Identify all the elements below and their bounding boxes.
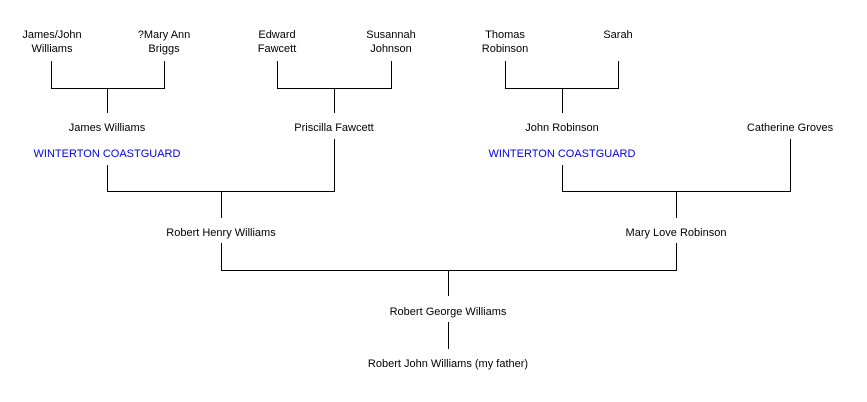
winterton-coastguard-link[interactable]: WINTERTON COASTGUARD: [33, 148, 181, 160]
name-line: Robinson: [481, 43, 529, 55]
name-line: Edward: [258, 29, 296, 41]
name-line: Johnson: [370, 43, 412, 55]
name-line: Thomas: [485, 29, 525, 41]
person-mary-love-robinson: Mary Love Robinson: [625, 227, 727, 239]
name-line: Fawcett: [257, 43, 297, 55]
winterton-coastguard-link[interactable]: WINTERTON COASTGUARD: [488, 148, 636, 160]
person-james-john-williams: James/John Williams: [22, 28, 81, 56]
name-line: Susannah: [366, 29, 416, 41]
name-line: Briggs: [148, 43, 180, 55]
person-robert-john-williams: Robert John Williams (my father): [367, 358, 529, 370]
person-susannah-johnson: Susannah Johnson: [366, 28, 416, 56]
person-sarah: Sarah: [603, 29, 633, 41]
person-james-williams: James Williams: [68, 122, 146, 134]
person-catherine-groves: Catherine Groves: [746, 122, 834, 134]
person-john-robinson: John Robinson: [525, 122, 599, 134]
person-edward-fawcett: Edward Fawcett: [258, 28, 297, 56]
name-line: Williams: [31, 43, 73, 55]
name-line: James/John: [22, 29, 82, 41]
person-robert-henry-williams: Robert Henry Williams: [166, 227, 276, 239]
person-thomas-robinson: Thomas Robinson: [482, 28, 528, 56]
person-mary-ann-briggs: ?Mary Ann Briggs: [138, 28, 191, 56]
name-line: ?Mary Ann: [137, 29, 191, 41]
person-priscilla-fawcett: Priscilla Fawcett: [294, 122, 374, 134]
person-robert-george-williams: Robert George Williams: [389, 306, 507, 318]
